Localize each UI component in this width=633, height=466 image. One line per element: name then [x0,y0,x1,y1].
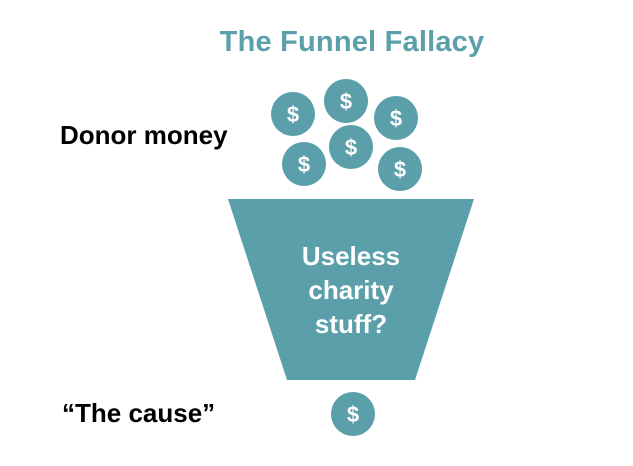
dollar-coin-icon: $ [329,125,373,169]
dollar-coin-icon: $ [331,392,375,436]
dollar-coin-icon: $ [378,147,422,191]
coin-symbol: $ [394,157,406,182]
coin-symbol: $ [345,135,357,160]
funnel-text-line-2: charity [308,275,394,305]
dollar-coin-icon: $ [282,142,326,186]
donor-money-label: Donor money [60,120,228,150]
coin-symbol: $ [298,152,310,177]
funnel-shape [228,199,474,380]
coin-symbol: $ [390,106,402,131]
funnel-text-line-3: stuff? [315,309,387,339]
the-cause-label: “The cause” [62,398,216,428]
dollar-coin-icon: $ [324,79,368,123]
funnel-text-line-1: Useless [302,241,400,271]
dollar-coin-icon: $ [271,92,315,136]
coin-symbol: $ [340,89,352,114]
slide-title: The Funnel Fallacy [219,26,485,58]
dollar-coin-icon: $ [374,96,418,140]
coin-symbol: $ [287,102,299,127]
coin-symbol: $ [347,402,359,427]
